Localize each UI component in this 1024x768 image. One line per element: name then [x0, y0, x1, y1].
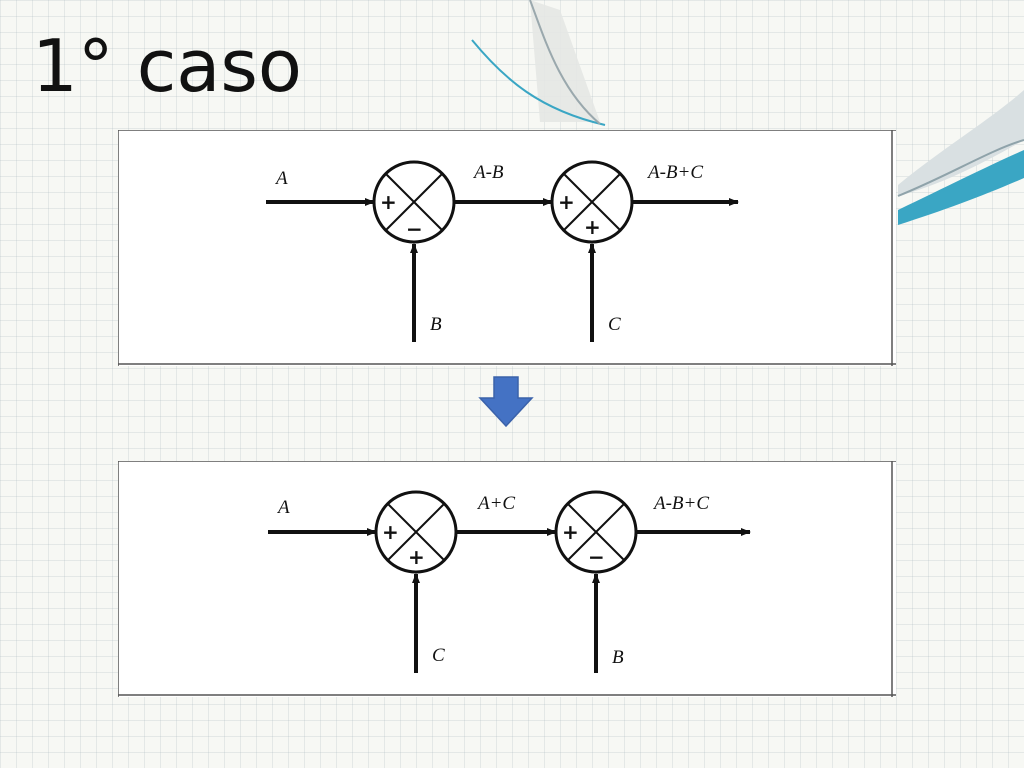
transform-down-arrow [478, 376, 534, 428]
junction-2-bottom-sign: + [584, 215, 601, 239]
summing-junction-1: + + [374, 490, 458, 574]
input-label-a: A [274, 168, 288, 189]
output-label: A-B+C [652, 493, 709, 514]
block-diagram-top: + − + + A A-B A-B+C B C [118, 130, 896, 366]
junction-1-left-sign: + [380, 190, 397, 214]
mid-label: A+C [476, 493, 515, 514]
input-label-a: A [276, 497, 290, 518]
input-label-c: C [432, 645, 445, 666]
mid-label: A-B [472, 162, 504, 183]
input-label-b: B [430, 314, 442, 335]
junction-1-bottom-sign: − [406, 217, 423, 241]
diagram-equivalent: + + + − A A+C A-B+C C B [118, 461, 896, 697]
junction-1-bottom-sign: + [408, 545, 425, 569]
slide-title: 1° caso [32, 24, 302, 108]
right-swoosh [897, 90, 1024, 225]
summing-junction-2: + + [550, 160, 634, 244]
junction-2-left-sign: + [562, 520, 579, 544]
summing-junction-2: + − [554, 490, 638, 574]
top-swoosh [471, 0, 606, 126]
block-diagram-bottom: + + + − A A+C A-B+C C B [118, 461, 896, 697]
junction-2-left-sign: + [558, 190, 575, 214]
output-label: A-B+C [646, 162, 703, 183]
junction-2-bottom-sign: − [588, 545, 605, 569]
input-label-b: B [612, 647, 624, 668]
diagram-original: + − + + A A-B A-B+C B C [118, 130, 896, 366]
input-label-c: C [608, 314, 621, 335]
summing-junction-1: + − [372, 160, 456, 244]
junction-1-left-sign: + [382, 520, 399, 544]
